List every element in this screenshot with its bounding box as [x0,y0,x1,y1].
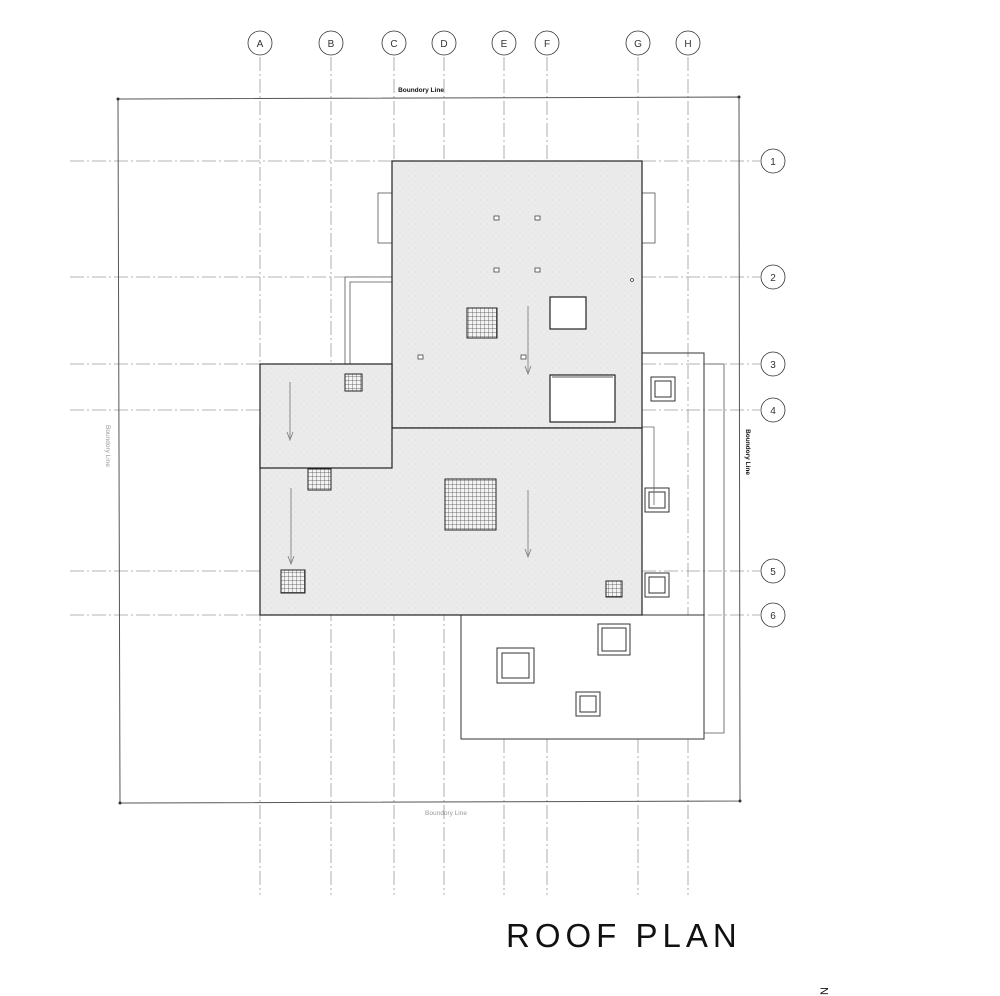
svg-text:4: 4 [770,406,776,417]
skylight-upper [549,296,587,330]
column-bubble-d: D [431,30,457,56]
svg-text:G: G [634,39,642,50]
drawing-title: ROOF PLAN [506,917,742,954]
boundary-label-left: Boundory Line [104,425,111,467]
svg-text:E: E [501,39,508,50]
boundary-label-right: Boundory Line [744,429,751,475]
row-bubble-2: 2 [760,264,786,290]
column-bubble-f: F [534,30,560,56]
column-bubble-b: B [318,30,344,56]
roof-slabs [259,160,643,616]
boundary-label-bottom: Boundory Line [425,810,467,817]
column-bubble-g: G [625,30,651,56]
svg-text:3: 3 [770,360,776,371]
side-projections [344,192,656,364]
svg-text:2: 2 [770,273,776,284]
svg-text:C: C [390,39,397,50]
svg-text:6: 6 [770,611,776,622]
row-bubble-1: 1 [760,148,786,174]
svg-text:H: H [684,39,691,50]
svg-text:D: D [440,39,447,50]
roof-drains [417,215,634,360]
svg-text:5: 5 [770,567,776,578]
svg-text:A: A [257,39,264,50]
row-bubble-6: 6 [760,602,786,628]
column-bubble-c: C [381,30,407,56]
row-bubble-4: 4 [760,397,786,423]
column-bubbles: A B C D E F G H [247,30,701,56]
svg-text:1: 1 [770,157,776,168]
row-bubbles: 1 2 3 4 5 6 [760,148,786,628]
slope-arrows [286,306,532,566]
row-bubble-5: 5 [760,558,786,584]
column-bubble-a: A [247,30,273,56]
roof-vents [280,307,623,598]
svg-text:F: F [544,39,550,50]
column-bubble-h: H [675,30,701,56]
row-bubble-3: 3 [760,351,786,377]
lower-terrace [460,352,725,740]
skylights [549,296,616,423]
skylight-stair [549,374,616,423]
roof-slab-west [259,363,393,469]
svg-text:B: B [328,39,335,50]
column-bubble-e: E [491,30,517,56]
site-boundary [116,95,742,805]
boundary-label-top: Boundory Line [398,87,444,94]
north-arrow-icon: N [819,987,831,995]
